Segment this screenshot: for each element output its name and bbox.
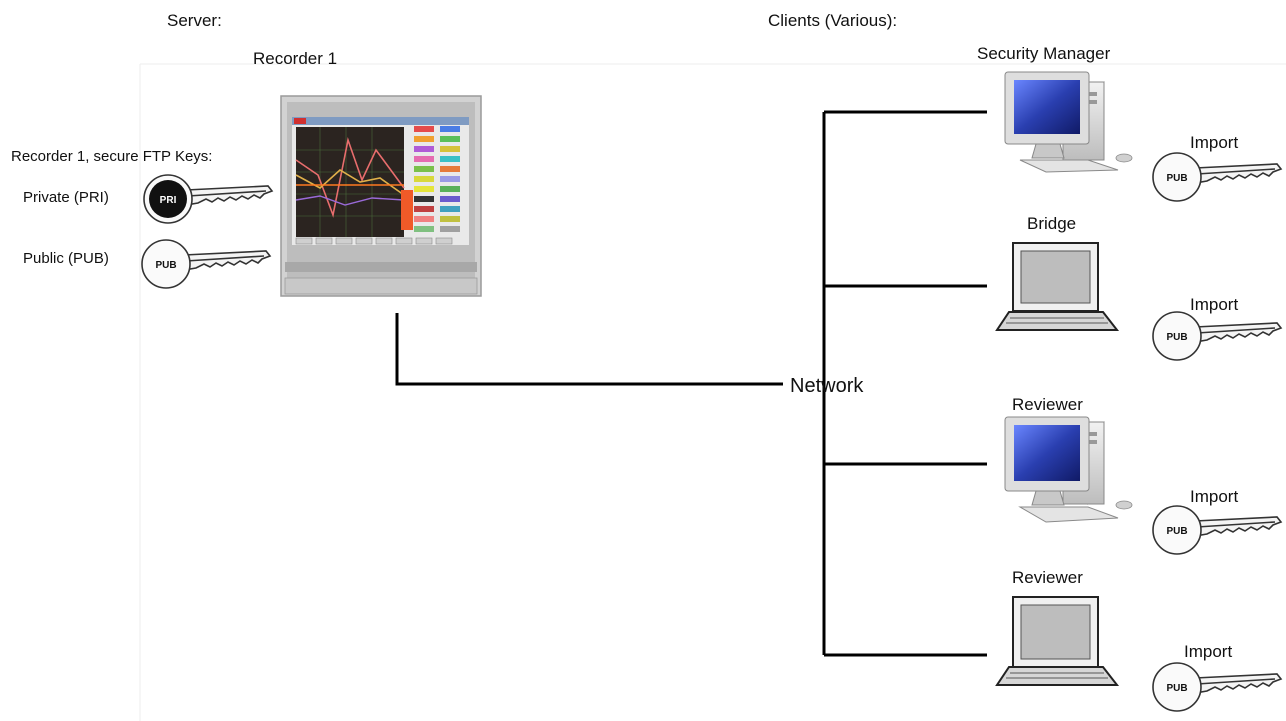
public-key-label: Public (PUB) <box>23 250 109 267</box>
public-key-tag: PUB <box>155 260 176 271</box>
recorder-device <box>280 95 482 297</box>
client-name-bridge: Bridge <box>1027 214 1076 233</box>
client-name-security-manager: Security Manager <box>977 44 1111 63</box>
import-label-reviewer-1: Import <box>1190 487 1238 506</box>
import-key-tag: PUB <box>1166 683 1187 694</box>
network-label: Network <box>790 375 864 397</box>
keys-heading: Recorder 1, secure FTP Keys: <box>11 148 212 165</box>
clients-heading: Clients (Various): <box>768 11 897 30</box>
public-key-icon: PUB <box>1152 311 1282 361</box>
laptop-icon <box>995 596 1120 686</box>
private-key-label: Private (PRI) <box>23 189 109 206</box>
import-label-security-manager: Import <box>1190 133 1238 152</box>
client-name-reviewer-2: Reviewer <box>1012 568 1083 587</box>
import-label-bridge: Import <box>1190 295 1238 314</box>
recorder-network-link <box>395 313 783 386</box>
server-heading: Server: <box>167 11 222 30</box>
import-key-tag: PUB <box>1166 173 1187 184</box>
private-key-tag: PRI <box>160 195 177 206</box>
public-key-icon: PUB <box>141 239 271 289</box>
recorder-title: Recorder 1 <box>253 49 337 68</box>
laptop-icon <box>995 242 1120 331</box>
desktop-pc-icon <box>1004 71 1133 173</box>
client-name-reviewer-1: Reviewer <box>1012 395 1083 414</box>
public-key-icon: PUB <box>1152 505 1282 555</box>
import-key-tag: PUB <box>1166 332 1187 343</box>
public-key-icon: PUB <box>1152 662 1282 712</box>
public-key-icon: PUB <box>1152 152 1282 202</box>
private-key-icon: PRI <box>143 174 273 224</box>
desktop-pc-icon <box>1004 416 1133 523</box>
import-key-tag: PUB <box>1166 526 1187 537</box>
import-label-reviewer-2: Import <box>1184 642 1232 661</box>
